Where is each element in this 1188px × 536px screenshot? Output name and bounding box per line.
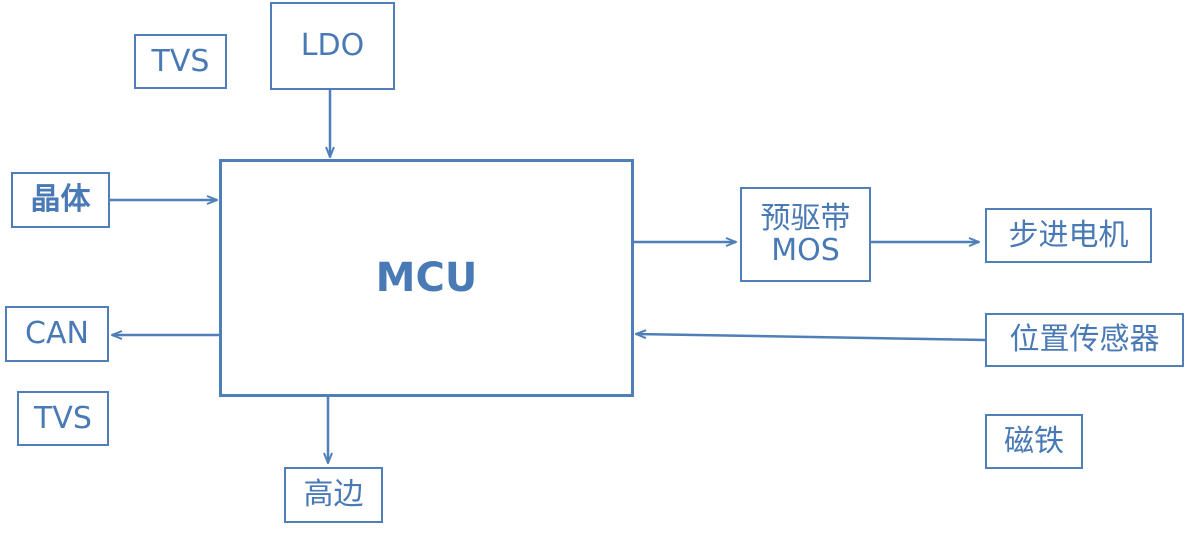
stepper-motor-label: 步进电机 (1008, 217, 1129, 253)
ldo-label: LDO (300, 28, 365, 64)
can-label: CAN (25, 316, 89, 352)
magnet-label: 磁铁 (1004, 423, 1064, 459)
high-side-label: 高边 (303, 477, 364, 513)
predriver-mos-box: 预驱带 MOS (740, 187, 871, 282)
tvs-bottom-label: TVS (34, 400, 92, 436)
ldo-box: LDO (270, 2, 395, 90)
tvs-top-label: TVS (151, 43, 210, 79)
predriver-label-line1: 预驱带 (760, 201, 851, 236)
crystal-box: 晶体 (11, 172, 110, 228)
mcu-label: MCU (375, 255, 478, 301)
stepper-motor-box: 步进电机 (985, 208, 1152, 263)
predriver-label-line2: MOS (771, 232, 840, 268)
position-sensor-label: 位置传感器 (1009, 322, 1160, 358)
mcu-block: MCU (219, 159, 634, 397)
tvs-bottom-box: TVS (17, 391, 109, 446)
sensor-to-mcu-arrow (636, 334, 987, 342)
high-side-box: 高边 (284, 467, 383, 523)
magnet-box: 磁铁 (985, 414, 1083, 469)
position-sensor-box: 位置传感器 (985, 313, 1184, 367)
can-box: CAN (5, 306, 109, 362)
crystal-label: 晶体 (30, 182, 91, 218)
tvs-top-box: TVS (134, 34, 227, 89)
